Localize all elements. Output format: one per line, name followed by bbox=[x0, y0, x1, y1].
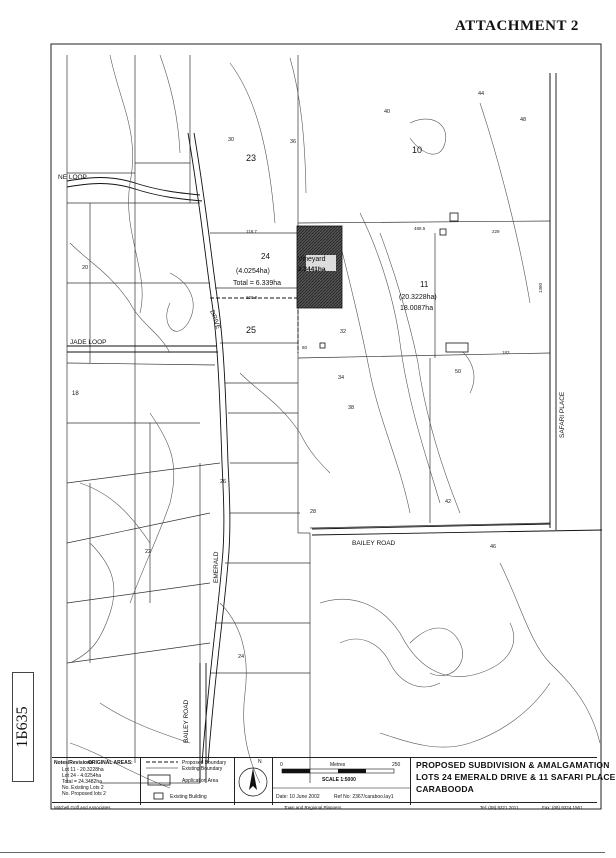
north-arrow-cell: N bbox=[234, 758, 273, 805]
lot-11-label: 11 bbox=[420, 280, 429, 289]
road-label-emerald: EMERALD bbox=[213, 551, 220, 583]
north-arrow-icon bbox=[238, 767, 268, 797]
dimension-label: 80 bbox=[302, 345, 308, 350]
contour-label: 30 bbox=[228, 137, 234, 143]
lot-10-label: 10 bbox=[412, 145, 422, 155]
lot-24-total: Total = 6.339ha bbox=[233, 280, 281, 287]
reference-stamp: 1Б635 bbox=[12, 672, 34, 782]
footer-strip: Mitchell Goff and Associates Town and Re… bbox=[52, 802, 597, 812]
contour-label: 40 bbox=[384, 109, 390, 115]
road-label-safari-place: SAFARI PLACE bbox=[559, 391, 566, 438]
contour-label: 34 bbox=[338, 375, 344, 381]
vineyard-label: Vineyard bbox=[298, 256, 326, 263]
contour-label: 32 bbox=[340, 329, 346, 335]
scale-cell: Metres 0 250 SCALE 1:5000 Date: 10 June … bbox=[272, 758, 411, 805]
map-border bbox=[50, 43, 602, 810]
contour-label: 50 bbox=[455, 369, 461, 375]
contour-label: 36 bbox=[290, 139, 296, 145]
contour-label: 28 bbox=[310, 509, 316, 515]
road-label-bailey-road: BAILEY ROAD bbox=[352, 540, 396, 547]
reference-stamp-text: 1Б635 bbox=[14, 706, 31, 748]
dimension-label: 229.0 bbox=[246, 295, 258, 300]
dimension-label: 118.7 bbox=[246, 229, 257, 234]
road-lines bbox=[66, 73, 603, 783]
scale-bar bbox=[272, 768, 410, 789]
contour-label: 42 bbox=[445, 499, 451, 505]
footer-firm: Mitchell Goff and Associates bbox=[54, 805, 111, 810]
vineyard-area: 2.3441ha bbox=[298, 266, 326, 273]
attachment-heading: ATTACHMENT 2 bbox=[455, 18, 579, 34]
road-label-jade-loop: JADE LOOP bbox=[70, 339, 106, 346]
footer-fax: Fax: (08) 9324 1561 bbox=[542, 805, 583, 810]
lot-23-label: 23 bbox=[246, 153, 256, 163]
contour-label: 22 bbox=[145, 549, 151, 555]
dimension-label: 229 bbox=[492, 229, 500, 234]
contour-label: 48 bbox=[520, 117, 526, 123]
page-bottom-rule bbox=[0, 852, 605, 853]
lot-24-label: 24 bbox=[261, 252, 270, 261]
footer-planners: Town and Regional Planners bbox=[284, 805, 342, 810]
footer-tel: Tel: (08) 9321 2011 bbox=[480, 805, 519, 810]
dimension-label: 488.5 bbox=[414, 226, 426, 231]
lot-25-label: 25 bbox=[246, 325, 256, 335]
road-label-bailey-road-south: BAILEY ROAD bbox=[183, 699, 190, 743]
contour-label: 46 bbox=[490, 544, 496, 550]
legend-symbols: Proposed Boundary Existing Boundary Appl… bbox=[140, 758, 235, 805]
lot-boundaries bbox=[66, 55, 551, 784]
contour-label: 38 bbox=[348, 405, 354, 411]
dimension-label: 183 bbox=[502, 350, 510, 355]
existing-buildings bbox=[319, 212, 469, 353]
map-canvas: 23 24 (4.0254ha) Total = 6.339ha 25 10 1… bbox=[50, 43, 603, 810]
lot-11-area: (20.3228ha) bbox=[399, 294, 437, 301]
contour-label: 20 bbox=[82, 265, 88, 271]
title-block: Notes/Revisions ORIGINAL AREAS: Lot 11 -… bbox=[52, 757, 616, 811]
lot-24-area: (4.0254ha) bbox=[236, 268, 270, 275]
contour-label: 26 bbox=[220, 479, 226, 485]
legend-notes: Notes/Revisions ORIGINAL AREAS: Lot 11 -… bbox=[52, 758, 141, 805]
road-label-loop-top: NE LOOP bbox=[58, 174, 87, 181]
contour-lines bbox=[69, 54, 601, 789]
lot-18-label: 18 bbox=[72, 391, 79, 397]
site-plan-map: 23 24 (4.0254ha) Total = 6.339ha 25 10 1… bbox=[50, 43, 603, 810]
contour-label: 44 bbox=[478, 91, 484, 97]
dimension-label: 1360 bbox=[538, 282, 543, 293]
drawing-title: PROPOSED SUBDIVISION & AMALGAMATION LOTS… bbox=[416, 760, 616, 794]
lot-11-new-area: 18.0087ha bbox=[400, 305, 433, 312]
contour-label: 24 bbox=[238, 654, 244, 660]
